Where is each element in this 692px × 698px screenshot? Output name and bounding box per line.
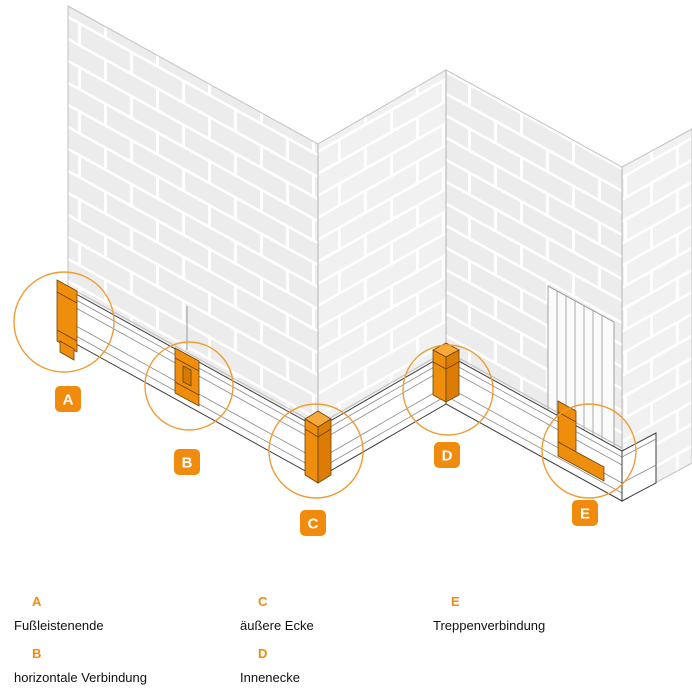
badge-b: B: [174, 449, 200, 475]
legend-text-b: horizontale Verbindung: [14, 670, 147, 685]
badge-a: A: [55, 386, 81, 412]
badge-c-letter: C: [308, 516, 319, 533]
legend-column-1: A Fußleistenende B horizontale Verbindun…: [14, 594, 147, 698]
legend-entry-c: C äußere Ecke: [240, 594, 314, 633]
legend-entry-a: A Fußleistenende: [14, 594, 147, 633]
skirting-grooves-far-right: [621, 438, 657, 484]
highlight-circles: [13, 271, 637, 499]
connector-horizontal-joint-b: [174, 306, 200, 407]
legend-letter-b: B: [32, 646, 42, 661]
badge-d: D: [434, 442, 460, 468]
marker-badges: A B C D E: [55, 386, 598, 536]
legend-letter-c: C: [258, 594, 268, 609]
legend-entry-e: E Treppenverbindung: [433, 594, 545, 633]
skirting-top-cap-2: [317, 350, 447, 426]
badge-e-letter: E: [580, 506, 590, 523]
legend-entry-d: D Innenecke: [240, 646, 314, 685]
legend-text-a: Fußleistenende: [14, 618, 104, 633]
skirting-top-cap-3: [445, 350, 623, 449]
skirting-top-cap-1: [57, 280, 319, 426]
legend-text-c: äußere Ecke: [240, 618, 314, 633]
connectors: [56, 279, 605, 484]
skirting-grooves-middle: [317, 359, 447, 471]
badge-c: C: [300, 510, 326, 536]
legend-column-3: E Treppenverbindung: [433, 594, 545, 646]
badge-a-letter: A: [63, 392, 74, 409]
connector-inner-corner-d: [432, 342, 460, 403]
legend-column-2: C äußere Ecke D Innenecke: [240, 594, 314, 698]
legend-letter-a: A: [32, 594, 42, 609]
connector-outer-corner-c: [304, 410, 332, 484]
highlight-circle-d: [402, 344, 494, 436]
highlight-circle-a: [13, 271, 115, 373]
highlight-circle-b: [144, 341, 234, 431]
highlight-circle-e: [541, 403, 637, 499]
connector-end-cap-a: [56, 279, 78, 361]
skirting-accessories-diagram: A B C D E: [13, 5, 692, 536]
badge-b-letter: B: [182, 455, 193, 472]
legend-text-d: Innenecke: [240, 670, 300, 685]
legend-letter-d: D: [258, 646, 268, 661]
highlight-circle-c: [268, 403, 364, 499]
badge-d-letter: D: [442, 448, 453, 465]
legend-text-e: Treppenverbindung: [433, 618, 546, 633]
legend-letter-e: E: [451, 594, 460, 609]
badge-e: E: [572, 500, 598, 526]
legend-entry-b: B horizontale Verbindung: [14, 646, 147, 685]
